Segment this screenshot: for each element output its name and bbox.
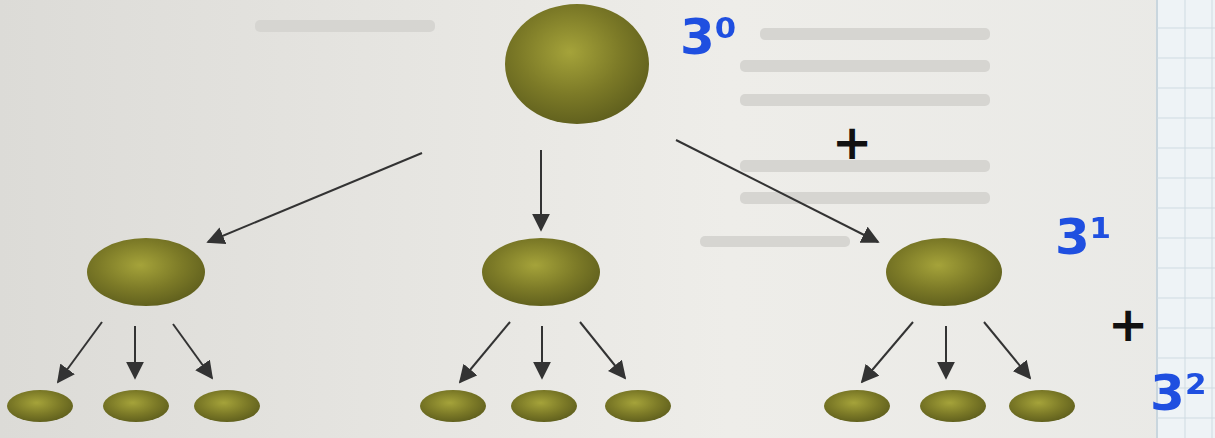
granddaughter-cell [103, 390, 169, 422]
plus-sign: + [1108, 300, 1148, 348]
granddaughter-cell [920, 390, 986, 422]
mother-cell [505, 4, 649, 124]
granddaughter-cell [511, 390, 577, 422]
division-arrows [58, 140, 1030, 382]
granddaughter-cell [7, 390, 73, 422]
daughter-cell [87, 238, 205, 306]
cells [7, 4, 1075, 422]
granddaughter-cell [420, 390, 486, 422]
granddaughter-cell [1009, 390, 1075, 422]
power-annotation: 3⁰ [680, 12, 737, 62]
granddaughter-cell [194, 390, 260, 422]
granddaughter-cell [605, 390, 671, 422]
daughter-cell [886, 238, 1002, 306]
plus-sign: + [832, 118, 872, 166]
power-annotation: 3¹ [1055, 212, 1112, 262]
power-annotation: 3² [1150, 368, 1207, 418]
granddaughter-cell [824, 390, 890, 422]
daughter-cell [482, 238, 600, 306]
